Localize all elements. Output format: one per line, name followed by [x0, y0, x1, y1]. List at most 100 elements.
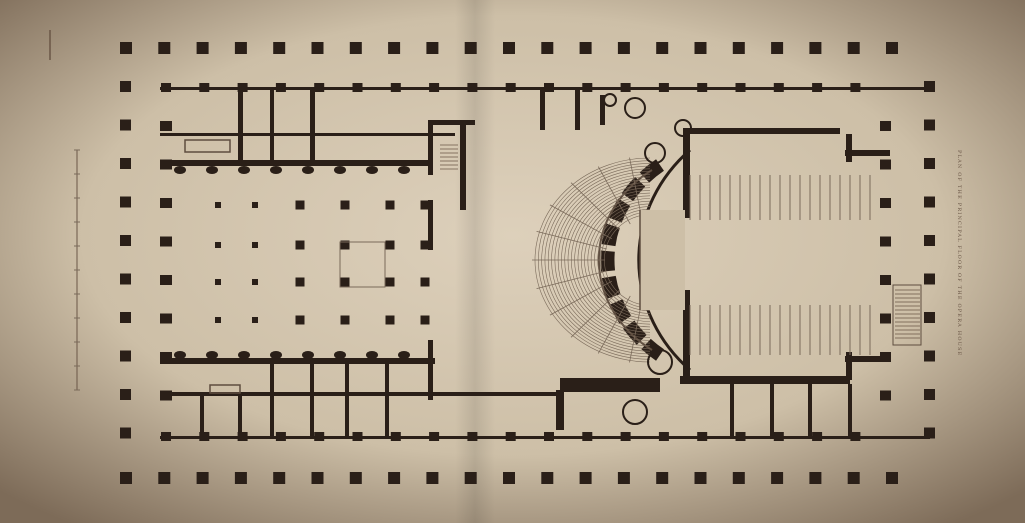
hall-column [340, 315, 350, 325]
south-room-divider-2 [238, 392, 242, 437]
corridor-column [880, 159, 891, 170]
colonnade-column [234, 42, 247, 54]
colonnade-column [349, 42, 362, 54]
page-fold [455, 0, 495, 523]
colonnade-column [809, 42, 822, 54]
arcade-pier [206, 166, 218, 174]
south-corridor-wall [160, 436, 930, 439]
colonnade-column [617, 42, 630, 54]
colonnade-column [809, 472, 822, 484]
corridor-column [880, 275, 891, 285]
arcade-pier [174, 166, 186, 174]
stage-rear-wall-south [846, 352, 852, 380]
north-east-wall [845, 150, 890, 156]
colonnade-column [694, 472, 707, 484]
hall-column [385, 200, 395, 210]
arcade-pier [270, 351, 282, 359]
colonnade-column [771, 472, 784, 484]
south-west-bench [209, 384, 241, 394]
north-stage-wall [690, 128, 840, 134]
lobby-wall-mid [428, 200, 433, 250]
hall-column [215, 279, 221, 285]
hall-column [215, 202, 221, 208]
colonnade-column [886, 472, 898, 484]
colonnade-column [924, 389, 935, 400]
colonnade-column [273, 472, 286, 484]
arcade-pier [238, 351, 250, 359]
lobby-wall-north [428, 120, 433, 175]
lobby-wall-south [428, 340, 433, 400]
colonnade-column [464, 472, 477, 484]
south-stage-divider-2 [770, 384, 774, 439]
hall-column [385, 240, 395, 250]
colonnade-column [579, 472, 592, 484]
north-west-bench [184, 139, 231, 153]
north-lobby-divider-3 [600, 95, 605, 125]
colonnade-column [196, 42, 209, 54]
east-stair-block [892, 284, 922, 346]
south-stage-stair [647, 349, 673, 375]
south-room-divider-3 [270, 364, 274, 439]
arcade-pier [398, 166, 410, 174]
south-stage-divider-4 [848, 384, 852, 439]
aisle-line [597, 295, 631, 354]
south-room-divider-5 [345, 364, 349, 439]
walls [160, 87, 930, 439]
colonnade-column [924, 427, 935, 439]
interior-column-grid [174, 166, 430, 359]
arcade-pier [206, 351, 218, 359]
vestibule-wall-south [556, 390, 564, 430]
hall-column [215, 242, 221, 248]
spine-caption: PLAN OF THE PRINCIPAL FLOOR OF THE OPERA… [956, 150, 962, 357]
west-stair-block [339, 241, 386, 288]
hall-column [420, 200, 430, 210]
stage-wall-south-pier [683, 290, 690, 380]
aisle-line [549, 280, 613, 316]
corridor-column [160, 236, 172, 247]
corridor-column [160, 352, 172, 362]
hall-column [385, 277, 395, 287]
colonnade-column [694, 42, 707, 54]
colonnade-column [120, 273, 131, 285]
colonnade-column [732, 42, 745, 54]
arcade-pier [334, 166, 346, 174]
hall-column [295, 200, 305, 210]
round-stair-rooms [603, 93, 692, 425]
colonnade-column [503, 42, 515, 54]
colonnade-column [120, 119, 131, 131]
colonnade-column [120, 81, 131, 92]
hall-column [252, 242, 258, 248]
hall-column [252, 202, 258, 208]
colonnade-column [656, 472, 669, 484]
arcade-pier [398, 351, 410, 359]
colonnade-column [273, 42, 286, 54]
aisle-line [570, 289, 621, 338]
colonnade-column [120, 42, 132, 54]
hall-column [340, 200, 350, 210]
stair-treads [440, 144, 920, 339]
aisle-line [597, 166, 631, 225]
vestibule-wall-north [460, 125, 466, 210]
colonnade-column [886, 42, 898, 54]
colonnade-column [120, 427, 131, 439]
south-stage-divider-1 [730, 384, 734, 439]
hall-column [340, 277, 350, 287]
north-room-divider-2 [270, 90, 274, 165]
colonnade-column [541, 42, 554, 54]
colonnade-column [924, 350, 935, 362]
hall-column [420, 315, 430, 325]
colonnade-column [579, 42, 592, 54]
colonnade-column [847, 472, 860, 484]
hall-column [295, 240, 305, 250]
colonnade-column [771, 42, 784, 54]
colonnade-column [120, 350, 131, 362]
stage-rear-wall-north [846, 134, 852, 162]
colonnade-column [120, 389, 131, 400]
hall-column [295, 277, 305, 287]
north-room-divider-1 [238, 90, 243, 165]
corridor-column [880, 198, 891, 208]
colonnade-column [464, 42, 477, 54]
north-round-stair [624, 97, 646, 119]
